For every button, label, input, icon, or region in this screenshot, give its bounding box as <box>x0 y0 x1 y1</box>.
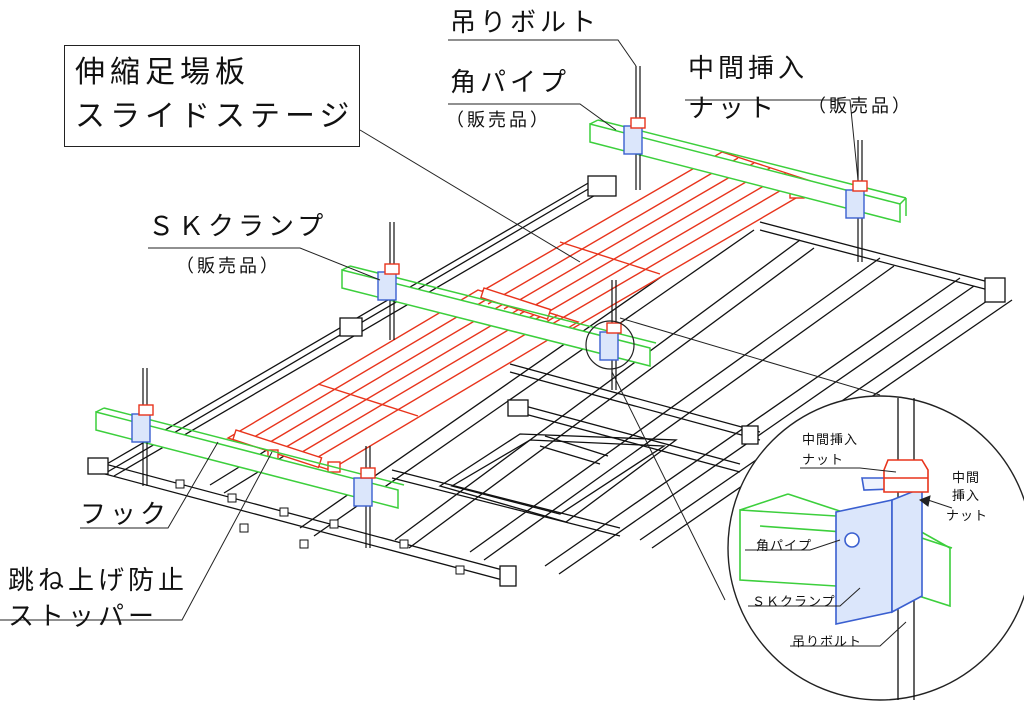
channel-clips <box>175 479 465 575</box>
sk-clamp <box>845 189 865 219</box>
nut <box>630 117 646 129</box>
ceiling-opening-frame <box>438 433 678 523</box>
detail-label-nut2-line-1: 中間 <box>952 471 981 486</box>
cross-channel <box>87 457 517 587</box>
cross-channel <box>507 399 741 473</box>
detail-view <box>727 395 1024 701</box>
nut <box>138 404 154 416</box>
detail-label-nut-line-2: ナット <box>802 453 845 468</box>
square-pipe <box>95 407 405 509</box>
sk-clamp <box>353 477 373 507</box>
detail-label-nut-line-1: 中間挿入 <box>802 433 859 448</box>
detail-label-hanging-bolt: 吊りボルト <box>792 635 863 650</box>
nut <box>360 467 376 479</box>
sk-clamp <box>131 413 151 443</box>
title-box: 伸縮足場板 スライドステージ <box>64 45 360 147</box>
sk-clamp <box>623 125 643 155</box>
label-nut-line-1: 中間挿入 <box>688 54 809 84</box>
nut <box>852 180 868 192</box>
label-nut-note: （販売品） <box>808 96 913 117</box>
nut <box>606 322 622 334</box>
title-line-2: スライドステージ <box>75 99 355 134</box>
detail-nut <box>883 459 929 493</box>
detail-label-nut2-line-3: ナット <box>946 509 989 524</box>
label-hook: フック <box>80 500 171 530</box>
square-pipes <box>95 119 907 509</box>
label-square-pipe-note: （販売品） <box>446 110 551 131</box>
label-stopper-line-1: 跳ね上げ防止 <box>8 566 189 596</box>
sk-clamp <box>377 271 397 301</box>
label-sk-clamp-note: （販売品） <box>176 256 281 277</box>
sk-clamp <box>599 331 619 361</box>
main-channel <box>394 239 815 549</box>
label-hanging-bolt: 吊りボルト <box>450 8 601 38</box>
mid-insert-nuts <box>138 117 868 479</box>
label-square-pipe: 角パイプ <box>450 68 571 98</box>
square-pipe <box>341 265 657 367</box>
label-sk-clamp: ＳＫクランプ <box>148 212 328 242</box>
cross-channel <box>391 469 621 537</box>
nut <box>384 263 400 275</box>
detail-sk-clamp <box>835 477 925 625</box>
label-nut-line-2: ナット <box>688 94 779 124</box>
main-channel <box>544 277 975 575</box>
detail-label-sk-clamp: ＳＫクランプ <box>752 595 836 610</box>
cross-channel <box>339 317 761 445</box>
title-line-1: 伸縮足場板 <box>75 55 250 90</box>
leader-lines <box>0 39 881 621</box>
label-stopper-line-2: ストッパー <box>8 602 159 632</box>
cross-channel <box>587 175 1006 303</box>
clamp-bolt-icon <box>844 532 860 548</box>
cross-channels <box>87 175 1006 587</box>
detail-label-pipe: 角パイプ <box>756 539 813 554</box>
zoom-target-circle <box>585 320 635 370</box>
detail-label-nut2-line-2: 挿入 <box>952 489 981 504</box>
